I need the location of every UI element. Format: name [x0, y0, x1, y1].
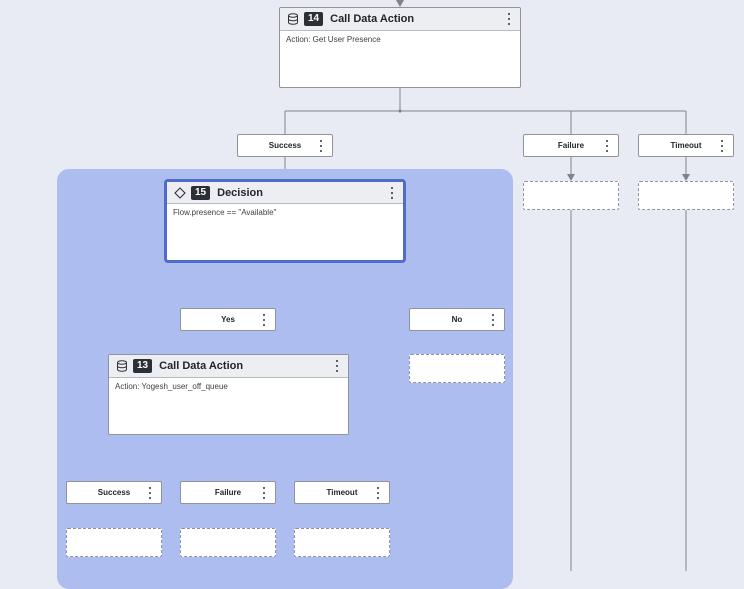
path-no[interactable]: No — [409, 308, 505, 331]
empty-drop-slot[interactable] — [66, 528, 162, 557]
more-options-icon[interactable] — [602, 140, 612, 152]
node-header: 13 Call Data Action — [109, 355, 348, 378]
node-description: Flow.presence == "Available" — [173, 208, 277, 217]
more-options-icon[interactable] — [504, 13, 514, 25]
empty-drop-slot[interactable] — [638, 181, 734, 210]
empty-drop-slot[interactable] — [294, 528, 390, 557]
more-options-icon[interactable] — [259, 314, 269, 326]
more-options-icon[interactable] — [332, 360, 342, 372]
decision-node-15[interactable]: 15 Decision Flow.presence == "Available" — [164, 179, 406, 263]
path-label: No — [451, 315, 463, 324]
connector-arrow — [682, 174, 690, 181]
path-failure[interactable]: Failure — [523, 134, 619, 157]
path-label: Failure — [557, 141, 585, 150]
more-options-icon[interactable] — [145, 487, 155, 499]
path-label: Success — [268, 141, 302, 150]
diamond-icon — [174, 186, 186, 199]
more-options-icon[interactable] — [387, 186, 397, 199]
path-label: Yes — [221, 315, 235, 324]
path-failure[interactable]: Failure — [180, 481, 276, 504]
more-options-icon[interactable] — [488, 314, 498, 326]
more-options-icon[interactable] — [717, 140, 727, 152]
more-options-icon[interactable] — [373, 487, 383, 499]
path-label: Timeout — [670, 141, 702, 150]
node-title: Call Data Action — [159, 360, 244, 372]
node-header: 14 Call Data Action — [280, 8, 520, 31]
node-title: Decision — [217, 186, 263, 199]
node-header: 15 Decision — [167, 182, 403, 204]
connector-arrow — [567, 174, 575, 181]
path-label: Timeout — [326, 488, 358, 497]
database-icon — [287, 13, 299, 25]
path-success[interactable]: Success — [66, 481, 162, 504]
database-icon — [116, 360, 128, 372]
more-options-icon[interactable] — [316, 140, 326, 152]
node-number-badge: 13 — [133, 359, 153, 373]
path-label: Failure — [214, 488, 242, 497]
path-yes[interactable]: Yes — [180, 308, 276, 331]
path-timeout[interactable]: Timeout — [638, 134, 734, 157]
node-number-badge: 14 — [304, 12, 324, 26]
empty-drop-slot[interactable] — [180, 528, 276, 557]
connector-arrow — [396, 0, 404, 7]
node-description: Action: Yogesh_user_off_queue — [115, 382, 228, 391]
node-description: Action: Get User Presence — [286, 35, 381, 44]
empty-drop-slot[interactable] — [523, 181, 619, 210]
empty-drop-slot[interactable] — [409, 354, 505, 383]
more-options-icon[interactable] — [259, 487, 269, 499]
call-data-action-node-14[interactable]: 14 Call Data Action Action: Get User Pre… — [279, 7, 521, 88]
junction-dot — [398, 109, 402, 113]
path-label: Success — [97, 488, 131, 497]
node-number-badge: 15 — [191, 185, 211, 200]
node-title: Call Data Action — [330, 13, 415, 25]
path-success[interactable]: Success — [237, 134, 333, 157]
call-data-action-node-13[interactable]: 13 Call Data Action Action: Yogesh_user_… — [108, 354, 349, 435]
path-timeout[interactable]: Timeout — [294, 481, 390, 504]
